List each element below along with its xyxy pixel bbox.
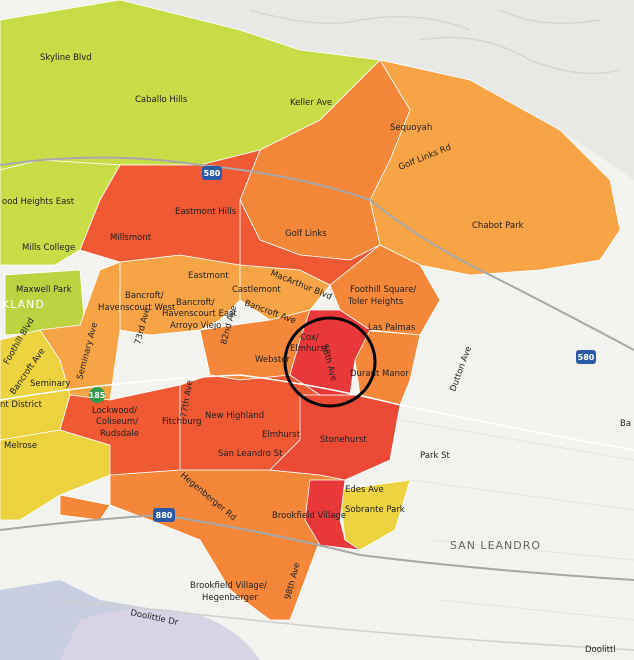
label-edes-ave: Edes Ave bbox=[345, 485, 384, 495]
label-sequoyah: Sequoyah bbox=[390, 123, 432, 133]
road-i880 bbox=[0, 513, 634, 581]
label-chabot-park: Chabot Park bbox=[472, 221, 524, 231]
label-mills-college: Mills College bbox=[22, 243, 75, 253]
highlight-circle bbox=[283, 316, 377, 408]
label-bancroft-west-2: Havenscourt West bbox=[98, 303, 176, 313]
label-doolittle-dr-east: Doolittl bbox=[585, 645, 616, 655]
region-cox-elmhurst[interactable] bbox=[289, 309, 371, 396]
label-cox-elmhurst-2: Elmhurst bbox=[290, 344, 329, 354]
hills-terrain bbox=[120, 0, 634, 180]
label-fitchburg: Fitchburg bbox=[162, 417, 202, 427]
label-cox-elmhurst-1: Cox/ bbox=[300, 333, 319, 343]
road-i580 bbox=[0, 156, 634, 351]
region-golf-links[interactable] bbox=[239, 199, 381, 286]
road-foothill bbox=[0, 374, 634, 451]
label-lockwood-2: Coliseum/ bbox=[96, 417, 138, 427]
svg-text:185: 185 bbox=[89, 391, 106, 400]
shield-i580-north: 580 bbox=[202, 166, 222, 180]
label-arroyo-viejo: Arroyo Viejo bbox=[170, 321, 221, 331]
label-las-palmas: Las Palmas bbox=[368, 323, 416, 333]
road-doolittle bbox=[59, 599, 634, 651]
label-castlemont: Castlemont bbox=[232, 285, 281, 295]
label-seminary: Seminary bbox=[30, 379, 70, 389]
label-lockwood-1: Lockwood/ bbox=[92, 406, 137, 416]
label-melrose: Melrose bbox=[4, 441, 37, 451]
label-golf-links: Golf Links bbox=[285, 229, 327, 239]
label-bancroft-west-1: Bancroft/ bbox=[125, 291, 164, 301]
label-brookfield-village: Brookfield Village bbox=[272, 511, 346, 521]
label-millsmont: Millsmont bbox=[110, 233, 152, 243]
label-webster: Webster bbox=[255, 355, 291, 365]
label-foothill-square: Foothill Square/ bbox=[350, 285, 416, 295]
label-lockwood-3: Rudsdale bbox=[100, 429, 139, 439]
label-sobrante-park: Sobrante Park bbox=[345, 505, 405, 515]
label-bancroft-east-1: Bancroft/ bbox=[176, 298, 215, 308]
region-brookfield-village[interactable] bbox=[304, 479, 361, 551]
label-oakland-partial: KLAND bbox=[2, 298, 45, 311]
label-maxwell-park: Maxwell Park bbox=[16, 285, 72, 295]
label-woods-heights-east: ood Heights East bbox=[2, 197, 75, 207]
shield-i580-east: 580 bbox=[576, 350, 596, 364]
label-brookfield-heg-2: Hegenberger bbox=[202, 593, 258, 603]
label-san-leandro-st: San Leandro St bbox=[218, 449, 283, 459]
label-park-st: Park St bbox=[420, 451, 450, 461]
hills-ridge-1 bbox=[249, 9, 471, 31]
svg-text:580: 580 bbox=[204, 169, 221, 178]
region-lockwood[interactable] bbox=[59, 384, 181, 476]
svg-text:580: 580 bbox=[578, 353, 595, 362]
label-durant-manor: Durant Manor bbox=[350, 369, 409, 379]
hills-ridge-3 bbox=[499, 9, 601, 25]
region-sobrante-park[interactable] bbox=[339, 479, 411, 551]
label-stonehurst: Stonehurst bbox=[320, 435, 367, 445]
shield-i880: 880 bbox=[153, 508, 175, 522]
airport-area bbox=[60, 608, 260, 660]
label-eastmont-hills: Eastmont Hills bbox=[175, 207, 237, 217]
label-keller-ave: Keller Ave bbox=[290, 98, 332, 108]
label-district: nt District bbox=[0, 400, 43, 410]
label-toler-heights: Toler Heights bbox=[347, 297, 404, 307]
label-bay-partial: Ba bbox=[620, 419, 631, 429]
label-skyline-blvd: Skyline Blvd bbox=[40, 53, 92, 63]
label-new-highland: New Highland bbox=[205, 411, 264, 421]
hills-ridge-2 bbox=[419, 36, 621, 75]
road-san-leandro-streets bbox=[399, 419, 634, 621]
shield-sr185: 185 bbox=[89, 387, 106, 403]
label-elmhurst: Elmhurst bbox=[262, 430, 301, 440]
label-brookfield-heg-1: Brookfield Village/ bbox=[190, 581, 267, 591]
label-bancroft-east-2: Havenscourt East bbox=[162, 309, 237, 319]
label-san-leandro: SAN LEANDRO bbox=[450, 539, 541, 552]
label-eastmont: Eastmont bbox=[188, 271, 229, 281]
svg-text:880: 880 bbox=[156, 511, 173, 520]
label-caballo-hills: Caballo Hills bbox=[135, 95, 188, 105]
